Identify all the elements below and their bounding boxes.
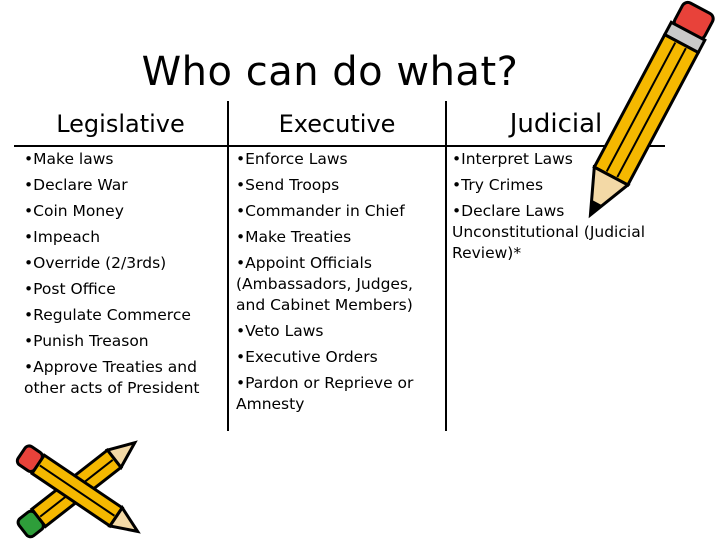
column-divider-2 [445, 101, 447, 431]
list-item: •Enforce Laws [236, 150, 348, 168]
judicial-list: •Interpret Laws •Try Crimes •Declare Law… [452, 149, 662, 264]
list-item: •Regulate Commerce [24, 306, 191, 324]
list-item: •Try Crimes [452, 176, 544, 194]
list-item: •Pardon or Reprieve or Amnesty [236, 374, 414, 413]
list-item: •Override (2/3rds) [24, 254, 167, 272]
list-item: •Punish Treason [24, 332, 149, 350]
column-header-executive: Executive [278, 110, 396, 138]
legislative-list: •Make laws •Declare War •Coin Money •Imp… [24, 149, 224, 399]
list-item: •Approve Treaties and other acts of Pres… [24, 358, 200, 397]
list-item: •Post Office [24, 280, 116, 298]
list-item: •Veto Laws [236, 322, 324, 340]
column-divider-1 [227, 101, 229, 431]
list-item: •Send Troops [236, 176, 340, 194]
column-header-legislative: Legislative [56, 110, 185, 138]
column-header-judicial: Judicial [509, 109, 603, 139]
list-item: •Coin Money [24, 202, 124, 220]
crossed-pencils-icon [15, 440, 141, 539]
list-item: •Declare Laws Unconstitutional (Judicial… [452, 202, 646, 262]
list-item: •Appoint Officials (Ambassadors, Judges,… [236, 254, 413, 314]
list-item: •Make laws [24, 150, 114, 168]
header-divider [14, 145, 665, 147]
list-item: •Executive Orders [236, 348, 378, 366]
list-item: •Declare War [24, 176, 128, 194]
branches-table: Legislative Executive Judicial •Make law… [14, 101, 665, 431]
list-item: •Commander in Chief [236, 202, 405, 220]
list-item: •Impeach [24, 228, 101, 246]
pencil-icon [588, 0, 715, 219]
page-title: Who can do what? [141, 49, 519, 95]
list-item: •Make Treaties [236, 228, 352, 246]
executive-list: •Enforce Laws •Send Troops •Commander in… [236, 149, 441, 415]
list-item: •Interpret Laws [452, 150, 573, 168]
